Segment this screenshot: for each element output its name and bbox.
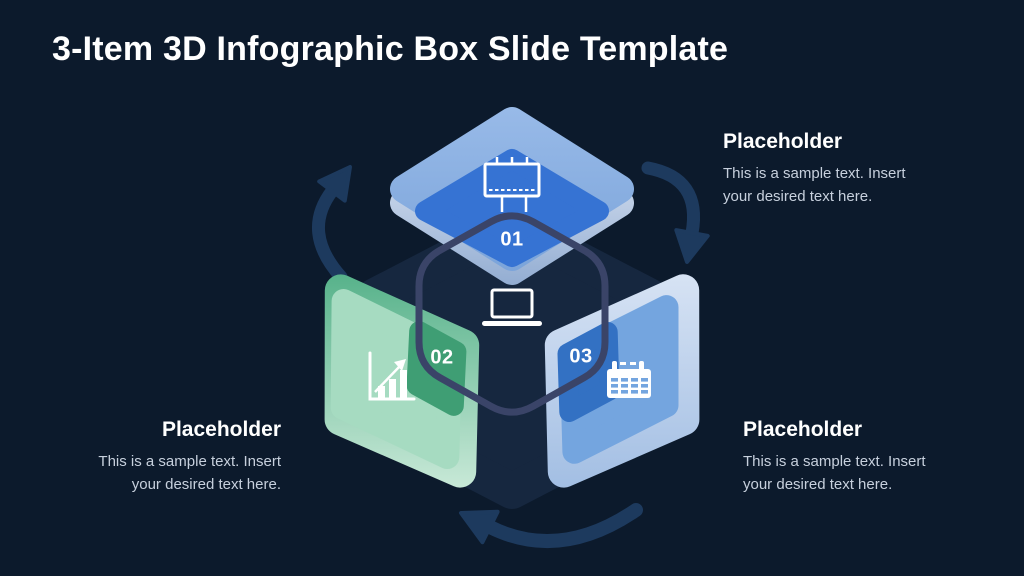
billboard-icon <box>483 157 541 212</box>
placeholder-title: Placeholder <box>161 418 281 441</box>
arrow-bottom <box>459 503 643 549</box>
placeholder-block-top-right: Placeholder This is a sample text. Inser… <box>723 128 925 208</box>
slide-title: 3-Item 3D Infographic Box Slide Template <box>52 30 729 68</box>
placeholder-block-bottom-left: Placeholder This is a sample text. Inser… <box>69 416 281 496</box>
step-number-03: 03 <box>569 345 593 368</box>
panel-item-03 <box>544 274 700 488</box>
panel-02-corner <box>406 321 467 416</box>
step-number-02: 02 <box>430 346 454 369</box>
placeholder-block-bottom-right: Placeholder This is a sample text. Inser… <box>743 416 945 496</box>
placeholder-title: Placeholder <box>743 418 863 441</box>
placeholder-body: This is a sample text. Insert your desir… <box>743 453 926 493</box>
laptop-icon <box>482 288 542 326</box>
calendar-icon <box>607 361 651 398</box>
placeholder-title: Placeholder <box>723 130 843 153</box>
center-hexagon-outline <box>415 212 609 416</box>
step-number-01: 01 <box>500 228 524 251</box>
placeholder-body: This is a sample text. Insert your desir… <box>98 453 281 493</box>
bar-chart-icon <box>368 351 416 401</box>
arrow-top-right <box>641 161 710 264</box>
arrow-top-left <box>311 165 352 284</box>
placeholder-body: This is a sample text. Insert your desir… <box>723 165 906 205</box>
